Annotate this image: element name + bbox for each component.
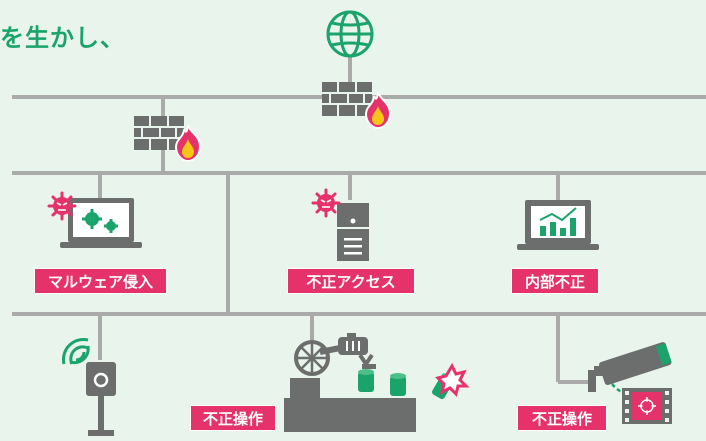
malware-label: マルウェア侵入	[34, 268, 167, 294]
server-icon	[337, 203, 369, 261]
globe-icon	[326, 10, 374, 58]
virus-icon	[47, 191, 77, 221]
firewall-icon	[321, 81, 373, 117]
tamper-factory-label: 不正操作	[190, 405, 276, 431]
internal-fraud-label: 内部不正	[511, 268, 599, 294]
unauthorized-access-label: 不正アクセス	[287, 268, 415, 294]
tamper-camera-label: 不正操作	[517, 405, 607, 431]
wireless-sensor-icon	[62, 338, 116, 436]
virus-icon	[311, 188, 341, 218]
robot-arm-icon	[284, 333, 416, 432]
security-camera-icon	[588, 342, 672, 396]
monitor-chart-icon	[517, 200, 599, 250]
monitor-alert-icon	[622, 388, 672, 424]
virus-icon	[435, 362, 470, 397]
laptop-icon	[60, 198, 142, 248]
heading-fragment: を生かし、	[0, 24, 125, 52]
